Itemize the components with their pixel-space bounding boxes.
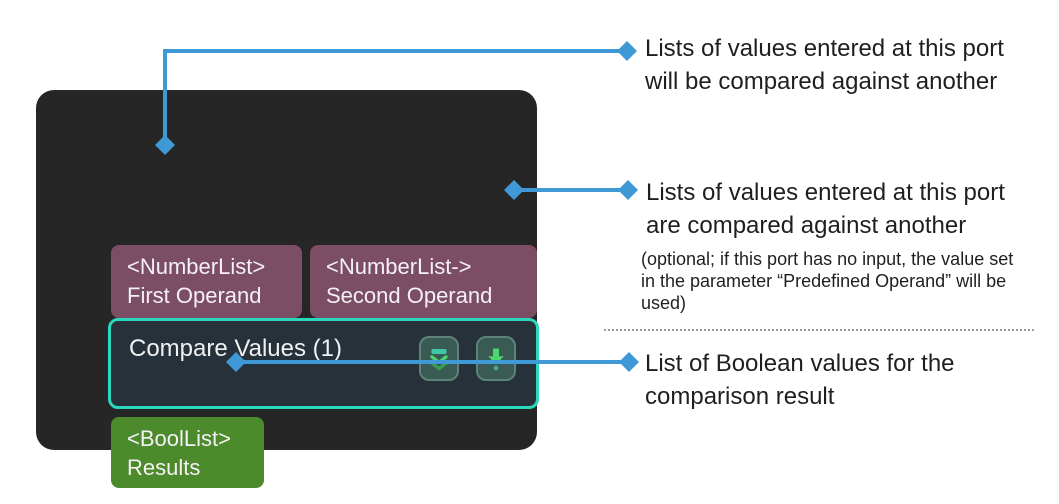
port-name-label: First Operand <box>127 283 262 308</box>
port-name-label: Second Operand <box>326 283 493 308</box>
port-second-operand[interactable]: <NumberList-> Second Operand <box>310 245 537 318</box>
dotted-separator <box>604 329 1034 331</box>
annotation-line: are compared against another <box>646 212 967 239</box>
note-line: used) <box>641 293 687 313</box>
annotation-first-operand: Lists of values entered at this port wil… <box>645 32 1004 98</box>
annotation-results: List of Boolean values for the compariso… <box>645 347 955 413</box>
node-group-background: <NumberList> First Operand <NumberList->… <box>36 90 539 488</box>
port-type-label: <NumberList> <box>127 254 266 279</box>
port-type-label: <NumberList-> <box>326 254 472 279</box>
annotation-second-operand-note: (optional; if this port has no input, th… <box>641 248 1013 314</box>
annotation-line: List of Boolean values for the <box>645 350 955 377</box>
callout-diamond <box>619 352 639 372</box>
collapse-button[interactable] <box>419 336 459 381</box>
double-chevron-down-icon <box>430 348 448 371</box>
port-first-operand[interactable]: <NumberList> First Operand <box>111 245 302 318</box>
annotation-line: Lists of values entered at this port <box>645 35 1004 62</box>
arrow-down-icon <box>488 348 504 371</box>
annotation-line: Lists of values entered at this port <box>646 179 1005 206</box>
port-results[interactable]: <BoolList> Results <box>111 417 264 488</box>
callout-diamond <box>618 180 638 200</box>
node-toolbar <box>419 336 516 381</box>
node-title: Compare Values (1) <box>129 335 342 362</box>
note-line: (optional; if this port has no input, th… <box>641 249 1014 269</box>
port-name-label: Results <box>127 455 201 480</box>
callout-diamond <box>617 41 637 61</box>
annotation-second-operand: Lists of values entered at this port are… <box>646 176 1005 242</box>
annotation-line: will be compared against another <box>645 68 998 95</box>
annotation-line: comparison result <box>645 383 835 410</box>
run-step-button[interactable] <box>476 336 516 381</box>
port-type-label: <BoolList> <box>127 426 231 451</box>
node-compare-values[interactable]: Compare Values (1) <box>108 318 539 409</box>
note-line: in the parameter “Predefined Operand” wi… <box>641 271 1007 291</box>
